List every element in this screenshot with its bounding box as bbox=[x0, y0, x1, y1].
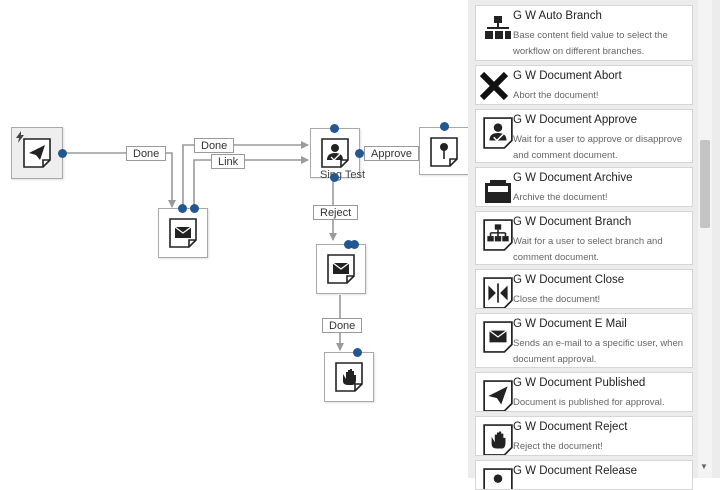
wire-label-approve[interactable]: Approve bbox=[364, 146, 419, 161]
approve-in-port[interactable] bbox=[330, 124, 339, 133]
palette-item-title: G W Document Release bbox=[513, 465, 637, 477]
branch-in-port[interactable] bbox=[440, 122, 449, 131]
palette-item-title: G W Document Close bbox=[513, 274, 625, 286]
palette-item-title: G W Document Published bbox=[513, 377, 646, 389]
wire-email1-to-approve-done bbox=[182, 141, 309, 207]
abort-x-icon bbox=[479, 71, 509, 101]
scrollbar-thumb[interactable] bbox=[700, 140, 710, 228]
approve-out-port[interactable] bbox=[355, 149, 364, 158]
wire-label-link[interactable]: Link bbox=[211, 154, 246, 169]
palette-item-description: Wait for a user to approve or disapprove… bbox=[513, 134, 683, 161]
workflow-canvas[interactable]: Sing Test Done Done Link Appro bbox=[0, 0, 469, 478]
start-node[interactable] bbox=[11, 127, 63, 179]
activity-palette: G W Auto Branch Base content field value… bbox=[468, 0, 720, 490]
hand-icon bbox=[483, 424, 513, 455]
wire-start-to-email1 bbox=[63, 152, 176, 208]
close-arrows-icon bbox=[483, 277, 513, 308]
email-node-1[interactable] bbox=[158, 208, 208, 258]
palette-item-title: G W Document Reject bbox=[513, 421, 628, 433]
palette-item-title: G W Document Archive bbox=[513, 172, 633, 184]
envelope-icon bbox=[483, 321, 513, 353]
envelope-icon bbox=[169, 218, 197, 248]
palette-item-title: G W Document Branch bbox=[513, 216, 632, 228]
reject-in-port[interactable] bbox=[353, 348, 362, 357]
approve-node-caption: Sing Test bbox=[320, 169, 366, 181]
email2-in-port[interactable] bbox=[344, 240, 353, 249]
lightning-icon bbox=[16, 131, 24, 143]
branch-tree-icon bbox=[483, 219, 513, 251]
hand-icon bbox=[335, 362, 363, 392]
palette-item-document-release[interactable]: G W Document Release bbox=[475, 460, 693, 490]
reject-node[interactable] bbox=[324, 352, 374, 402]
paper-plane-icon bbox=[23, 138, 51, 168]
approve-reject-port[interactable] bbox=[330, 173, 339, 182]
palette-item-description: Close the document! bbox=[513, 294, 601, 305]
paper-plane-icon bbox=[483, 380, 513, 411]
palette-item-document-close[interactable]: G W Document Close Close the document! bbox=[475, 269, 693, 309]
palette-item-title: G W Document Abort bbox=[513, 70, 622, 82]
email1-out-port[interactable] bbox=[190, 204, 199, 213]
palette-item-document-email[interactable]: G W Document E Mail Sends an e-mail to a… bbox=[475, 313, 693, 368]
palette-item-document-branch[interactable]: G W Document Branch Wait for a user to s… bbox=[475, 211, 693, 265]
approve-user-icon bbox=[483, 117, 513, 149]
email2-out-port[interactable] bbox=[350, 240, 359, 249]
palette-item-description: Wait for a user to select branch and com… bbox=[513, 236, 663, 263]
palette-item-document-archive[interactable]: G W Document Archive Archive the documen… bbox=[475, 167, 693, 207]
palette-item-description: Sends an e-mail to a specific user, when… bbox=[513, 338, 684, 365]
wire-label-done[interactable]: Done bbox=[126, 146, 167, 161]
scroll-down-arrow-icon[interactable]: ▼ bbox=[700, 462, 708, 471]
palette-item-description: Reject the document! bbox=[513, 441, 603, 452]
branch-pin-icon bbox=[430, 137, 458, 167]
palette-item-description: Base content field value to select the w… bbox=[513, 30, 668, 57]
palette-item-document-reject[interactable]: G W Document Reject Reject the document! bbox=[475, 416, 693, 456]
palette-item-document-published[interactable]: G W Document Published Document is publi… bbox=[475, 372, 693, 412]
palette-item-document-approve[interactable]: G W Document Approve Wait for a user to … bbox=[475, 109, 693, 163]
approve-user-icon bbox=[321, 138, 349, 168]
approve-node[interactable] bbox=[310, 128, 360, 178]
wire-label-reject[interactable]: Reject bbox=[313, 205, 359, 220]
palette-item-description: Abort the document! bbox=[513, 90, 599, 101]
start-out-port[interactable] bbox=[58, 149, 67, 158]
branch-node[interactable] bbox=[419, 127, 469, 175]
connection-lines bbox=[63, 141, 419, 351]
palette-item-description: Document is published for approval. bbox=[513, 397, 665, 408]
email1-in-port[interactable] bbox=[178, 204, 187, 213]
palette-item-title: G W Auto Branch bbox=[513, 10, 602, 22]
wire-email1-to-approve-link bbox=[193, 156, 309, 207]
envelope-icon bbox=[327, 254, 355, 284]
palette-item-title: G W Document Approve bbox=[513, 114, 637, 126]
palette-item-document-abort[interactable]: G W Document Abort Abort the document! bbox=[475, 65, 693, 105]
auto-branch-icon bbox=[485, 16, 511, 39]
wire-label-done[interactable]: Done bbox=[194, 138, 235, 153]
palette-item-auto-branch[interactable]: G W Auto Branch Base content field value… bbox=[475, 5, 693, 61]
email-node-2[interactable] bbox=[316, 244, 366, 294]
palette-item-title: G W Document E Mail bbox=[513, 318, 627, 330]
palette-scrollbar[interactable]: ▼ bbox=[698, 0, 712, 478]
release-icon bbox=[483, 468, 513, 489]
archive-icon bbox=[485, 180, 511, 203]
palette-item-description: Archive the document! bbox=[513, 192, 608, 203]
wire-label-done[interactable]: Done bbox=[322, 318, 363, 333]
